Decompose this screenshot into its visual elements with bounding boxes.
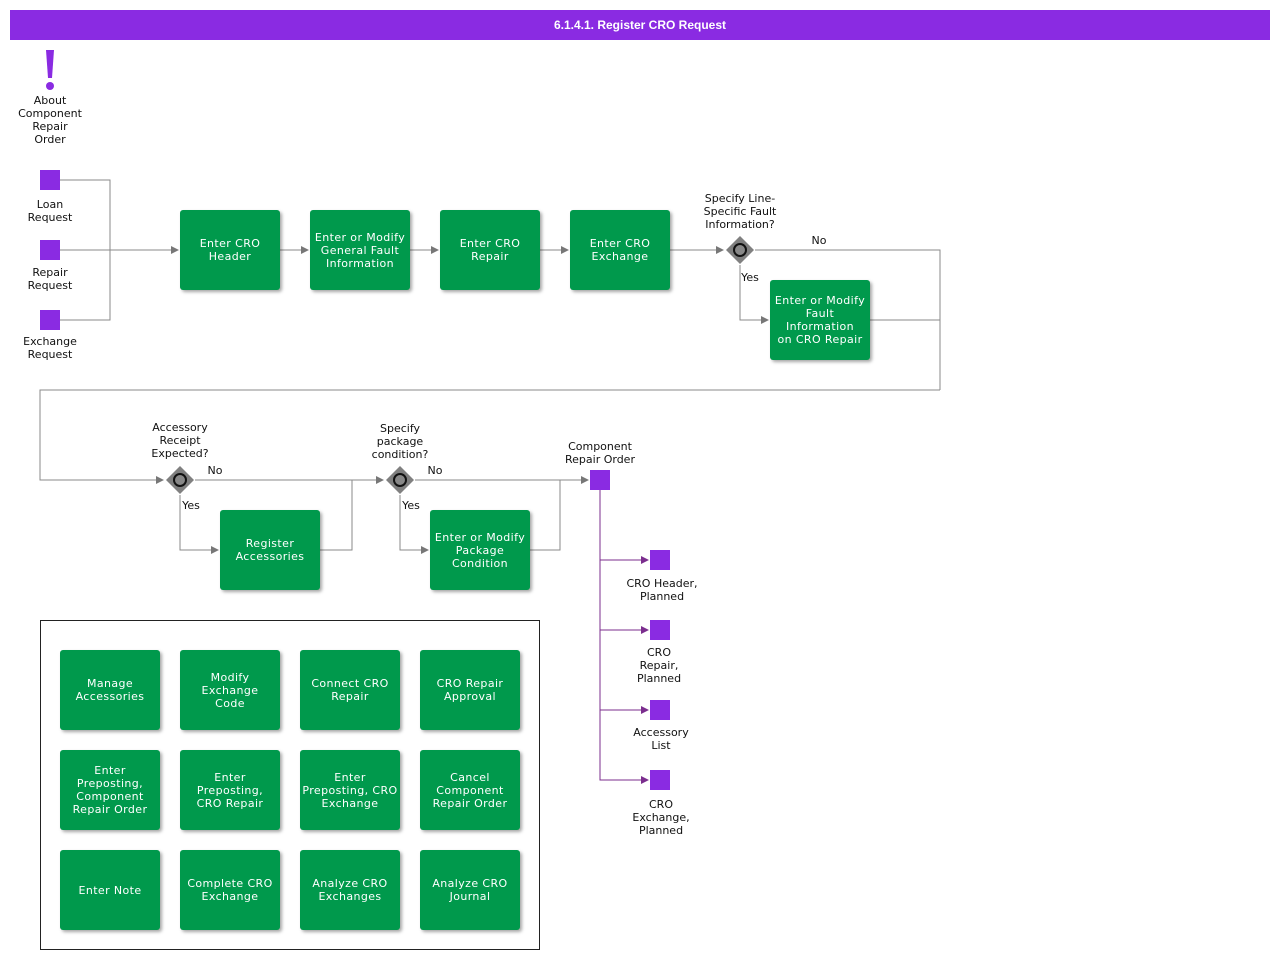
loan-request-event[interactable]: [40, 170, 60, 190]
enter-modify-fault-on-repair-step[interactable]: Enter or Modify Fault Information on CRO…: [770, 280, 870, 360]
link-package-merge: [530, 480, 561, 551]
enter-modify-general-fault-step[interactable]: Enter or Modify General Fault Informatio…: [310, 210, 410, 290]
gw2-yes-label: Yes: [182, 499, 200, 512]
enter-cro-exchange-step[interactable]: Enter CRO Exchange: [570, 210, 670, 290]
package-condition-question: Specify package condition?: [371, 422, 429, 461]
accessory-list-output[interactable]: [650, 700, 670, 720]
cro-repair-planned-label: CRO Repair, Planned: [636, 646, 682, 685]
line-specific-fault-question: Specify Line- Specific Fault Information…: [703, 192, 777, 231]
gw3-no-label: No: [427, 464, 443, 477]
page-title: 6.1.4.1. Register CRO Request: [10, 10, 1270, 40]
line-specific-fault-gateway[interactable]: [725, 235, 755, 265]
enter-cro-header-step[interactable]: Enter CRO Header: [180, 210, 280, 290]
link-gw1-yes: [739, 265, 769, 324]
enter-modify-package-condition-step[interactable]: Enter or Modify Package Condition: [430, 510, 530, 590]
cro-header-planned-label: CRO Header, Planned: [626, 577, 698, 603]
link-gw3-yes: [399, 495, 429, 554]
cro-repair-planned-output[interactable]: [650, 620, 670, 640]
accessory-list-label: Accessory List: [633, 726, 689, 752]
cro-header-planned-output[interactable]: [650, 550, 670, 570]
additional-activity-5[interactable]: Enter Preposting, Component Repair Order: [60, 750, 160, 830]
additional-activities-frame: [40, 620, 540, 950]
additional-activity-7[interactable]: Enter Preposting, CRO Exchange: [300, 750, 400, 830]
gw1-no-label: No: [811, 234, 827, 247]
about-label: About Component Repair Order: [18, 94, 82, 146]
cro-exchange-planned-label: CRO Exchange, Planned: [632, 798, 690, 837]
register-accessories-step[interactable]: Register Accessories: [220, 510, 320, 590]
additional-activity-8[interactable]: Cancel Component Repair Order: [420, 750, 520, 830]
additional-activity-2[interactable]: Modify Exchange Code: [180, 650, 280, 730]
component-repair-order-event[interactable]: [590, 470, 610, 490]
package-condition-gateway[interactable]: [385, 465, 415, 495]
gw3-yes-label: Yes: [402, 499, 420, 512]
additional-activity-4[interactable]: CRO Repair Approval: [420, 650, 520, 730]
gw1-yes-label: Yes: [741, 271, 759, 284]
link-loan: [60, 179, 111, 250]
additional-activity-9[interactable]: Enter Note: [60, 850, 160, 930]
additional-activity-12[interactable]: Analyze CRO Journal: [420, 850, 520, 930]
link-gw1-no: [755, 249, 941, 390]
enter-cro-repair-step[interactable]: Enter CRO Repair: [440, 210, 540, 290]
exchange-request-event[interactable]: [40, 310, 60, 330]
repair-request-label: Repair Request: [27, 266, 73, 292]
link-output-exchange: [599, 710, 649, 784]
exchange-request-label: Exchange Request: [23, 335, 77, 361]
additional-activity-1[interactable]: Manage Accessories: [60, 650, 160, 730]
cro-exchange-planned-output[interactable]: [650, 770, 670, 790]
link-accessories-merge: [320, 480, 353, 551]
gw2-no-label: No: [207, 464, 223, 477]
about-info-icon[interactable]: [40, 48, 60, 92]
additional-activity-6[interactable]: Enter Preposting, CRO Repair: [180, 750, 280, 830]
link-gw2-yes: [179, 495, 219, 554]
link-wrap: [39, 389, 940, 484]
accessory-receipt-gateway[interactable]: [165, 465, 195, 495]
component-repair-order-label: Component Repair Order: [565, 440, 635, 466]
additional-activity-3[interactable]: Connect CRO Repair: [300, 650, 400, 730]
link-output-header: [599, 490, 649, 564]
repair-request-event[interactable]: [40, 240, 60, 260]
accessory-receipt-question: Accessory Receipt Expected?: [151, 421, 209, 460]
additional-activity-11[interactable]: Analyze CRO Exchanges: [300, 850, 400, 930]
link-exchange: [60, 250, 111, 321]
additional-activity-10[interactable]: Complete CRO Exchange: [180, 850, 280, 930]
loan-request-label: Loan Request: [27, 198, 73, 224]
